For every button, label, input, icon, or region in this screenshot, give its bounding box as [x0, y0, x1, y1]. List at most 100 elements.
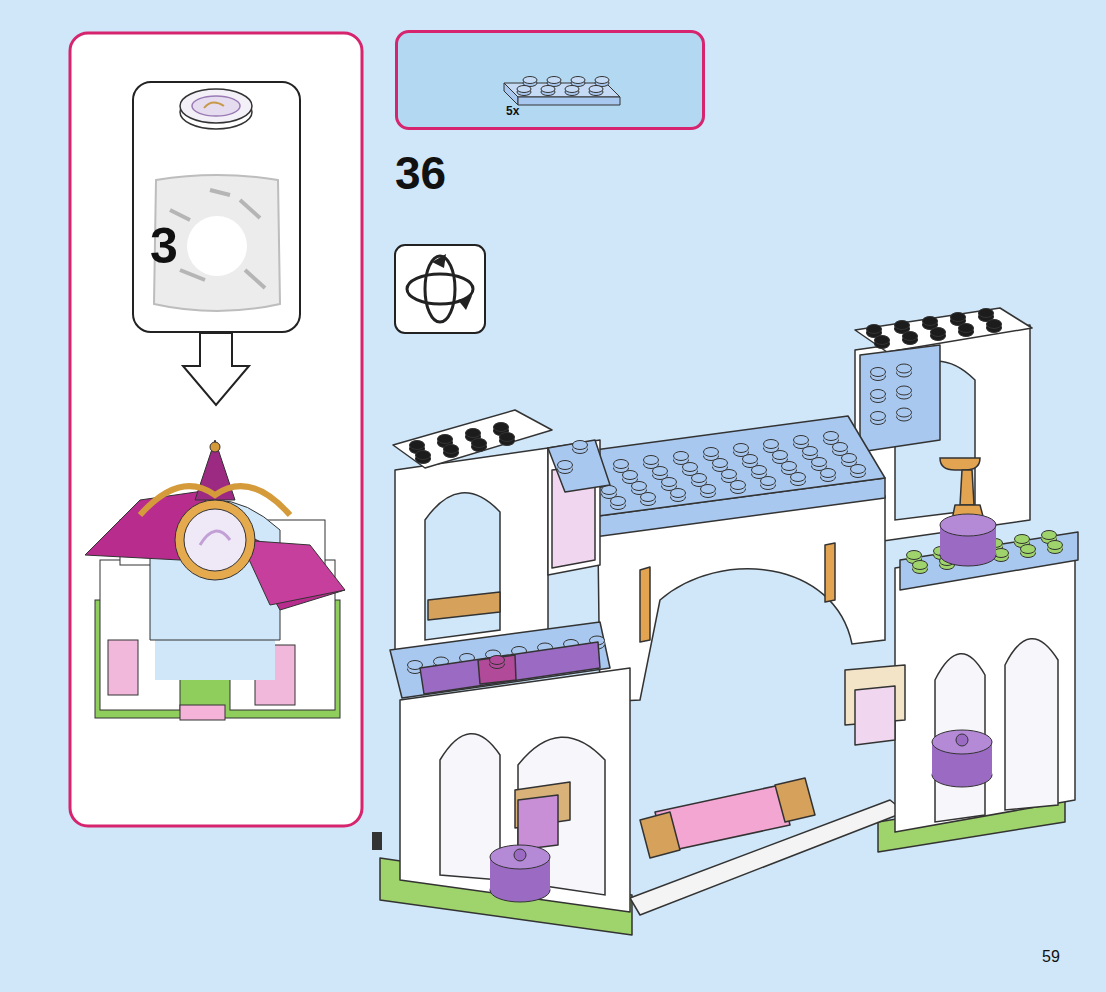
stud [671, 489, 686, 502]
illustration-part [940, 514, 996, 536]
illustration-part [416, 451, 431, 460]
illustration-part [410, 441, 425, 450]
illustration-part [824, 432, 839, 441]
cap-plate [855, 308, 1032, 352]
illustration-part [444, 445, 459, 454]
stud [472, 439, 487, 452]
stud [704, 448, 719, 461]
illustration-part [1048, 541, 1063, 550]
brick [860, 345, 940, 452]
stud [931, 328, 946, 341]
arch-opening [425, 493, 500, 640]
illustration-part [653, 467, 668, 476]
illustration-part [632, 482, 647, 491]
stud [773, 451, 788, 464]
stud [875, 336, 890, 349]
illustration-part [245, 270, 265, 288]
illustration-part [713, 459, 728, 468]
fence-part [428, 592, 500, 620]
illustration-part [589, 86, 603, 93]
illustration-part [951, 313, 966, 322]
illustration-part [641, 493, 656, 502]
illustration-part [180, 705, 225, 720]
stud [623, 471, 638, 484]
illustration-part [671, 489, 686, 498]
illustration-part [184, 509, 246, 571]
stud [871, 412, 886, 425]
illustration-part [108, 640, 138, 695]
brick-2x4 [398, 33, 702, 127]
stud [1048, 541, 1063, 554]
stud [824, 432, 839, 445]
wall [400, 668, 630, 912]
column [825, 543, 835, 602]
illustration-part [931, 328, 946, 337]
stud [731, 481, 746, 494]
illustration-part [773, 451, 788, 460]
illustration-part [692, 474, 707, 483]
stud [683, 463, 698, 476]
stud [662, 478, 677, 491]
stud [897, 364, 912, 377]
stud [782, 462, 797, 475]
stud [632, 482, 647, 495]
stud [897, 386, 912, 399]
parts-callout: 5x [395, 30, 705, 130]
illustration-part [731, 481, 746, 490]
illustration-part [614, 460, 629, 469]
stud [416, 451, 431, 464]
brick [548, 440, 610, 492]
poster [855, 686, 895, 745]
fence-part [640, 812, 680, 858]
illustration-part [851, 465, 866, 474]
illustration-part [200, 531, 230, 545]
illustration-part [432, 254, 446, 268]
illustration-part [867, 325, 882, 334]
stud [558, 461, 573, 474]
illustration-part [674, 452, 689, 461]
stud [602, 486, 617, 499]
castle-model [372, 308, 1078, 935]
illustration-part [794, 436, 809, 445]
stud [743, 455, 758, 468]
illustration-part [180, 89, 252, 123]
wall [395, 448, 548, 662]
stud [803, 447, 818, 460]
illustration-part [466, 429, 481, 438]
illustration-part [722, 470, 737, 479]
illustration-part [1015, 535, 1030, 544]
illustration-part [623, 471, 638, 480]
illustration-part [907, 551, 922, 560]
illustration-part [812, 458, 827, 467]
illustration-part [704, 448, 719, 457]
stud [871, 368, 886, 381]
illustration-part [1042, 531, 1057, 540]
stud [752, 466, 767, 479]
illustration-part [517, 86, 531, 93]
cap-plate [393, 410, 552, 468]
illustration-part [458, 296, 472, 310]
illustration-part [821, 469, 836, 478]
illustration-part [438, 435, 453, 444]
stud [692, 474, 707, 487]
illustration-part [504, 83, 518, 105]
illustration-part [547, 77, 561, 84]
illustration-part [472, 439, 487, 448]
illustration-part [210, 442, 220, 452]
stud [573, 441, 588, 454]
illustration-part [602, 486, 617, 495]
illustration-part [644, 456, 659, 465]
illustration-part [956, 734, 968, 746]
illustration-part [662, 478, 677, 487]
illustration-part [192, 96, 240, 116]
illustration-part [842, 454, 857, 463]
illustration-part [761, 477, 776, 486]
illustration-part [240, 540, 345, 605]
stud [842, 454, 857, 467]
illustration-part [490, 845, 550, 869]
illustration-part [595, 77, 609, 84]
illustration-part [903, 332, 918, 341]
illustration-part [500, 433, 515, 442]
